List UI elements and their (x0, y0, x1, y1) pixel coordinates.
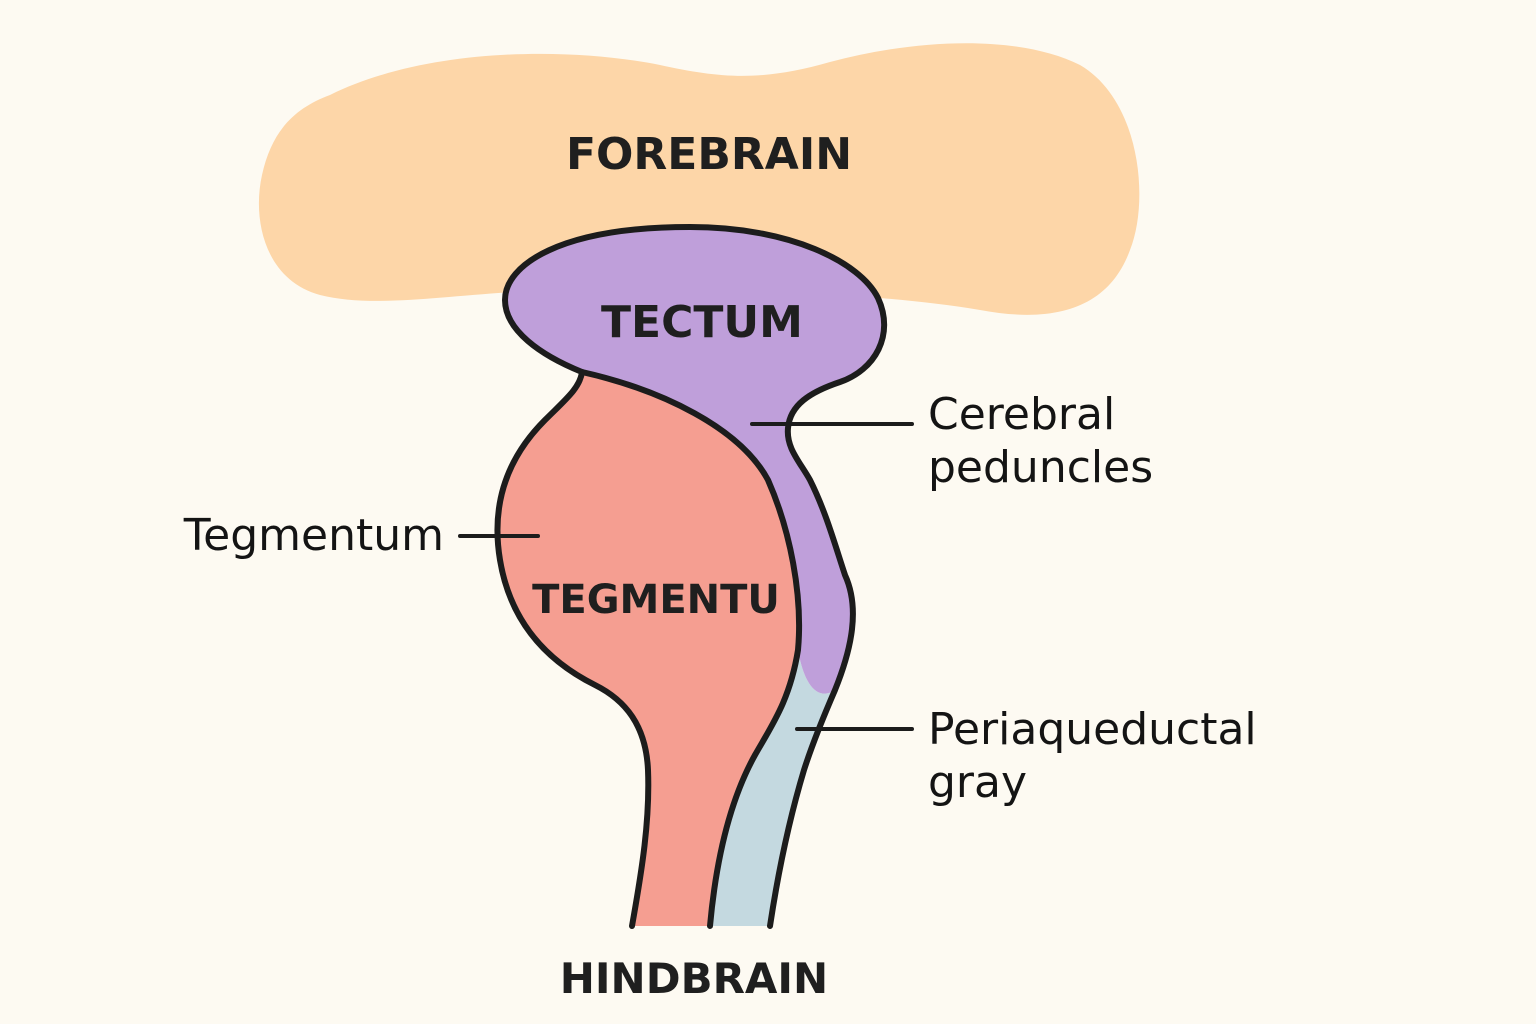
tectum-region (505, 227, 885, 694)
periaqueductal-gray-line-2: gray (928, 757, 1027, 808)
forebrain-label: FOREBRAIN (566, 129, 852, 180)
tegmentum-region (497, 372, 800, 926)
tegmentum-region-label: TEGMENTU (532, 577, 780, 623)
hindbrain-label: HINDBRAIN (560, 954, 828, 1003)
periaqueductal-gray-line-1: Periaqueductal (928, 704, 1257, 755)
tegmentum-outer-outline (494, 369, 652, 929)
tegmentum-inner-outline (579, 369, 803, 929)
tectum-outline (502, 224, 888, 929)
periaqueductal-gray-region (710, 650, 835, 926)
tectum-label: TECTUM (601, 297, 803, 348)
periaqueductal-gray-label: Periaqueductal gray (928, 704, 1271, 808)
cerebral-peduncles-label: Cerebral peduncles (928, 389, 1153, 493)
forebrain-region (258, 43, 1140, 315)
cerebral-peduncles-line-1: Cerebral (928, 389, 1115, 440)
cerebral-peduncles-line-2: peduncles (928, 442, 1153, 493)
tegmentum-callout-label: Tegmentum (183, 510, 444, 561)
